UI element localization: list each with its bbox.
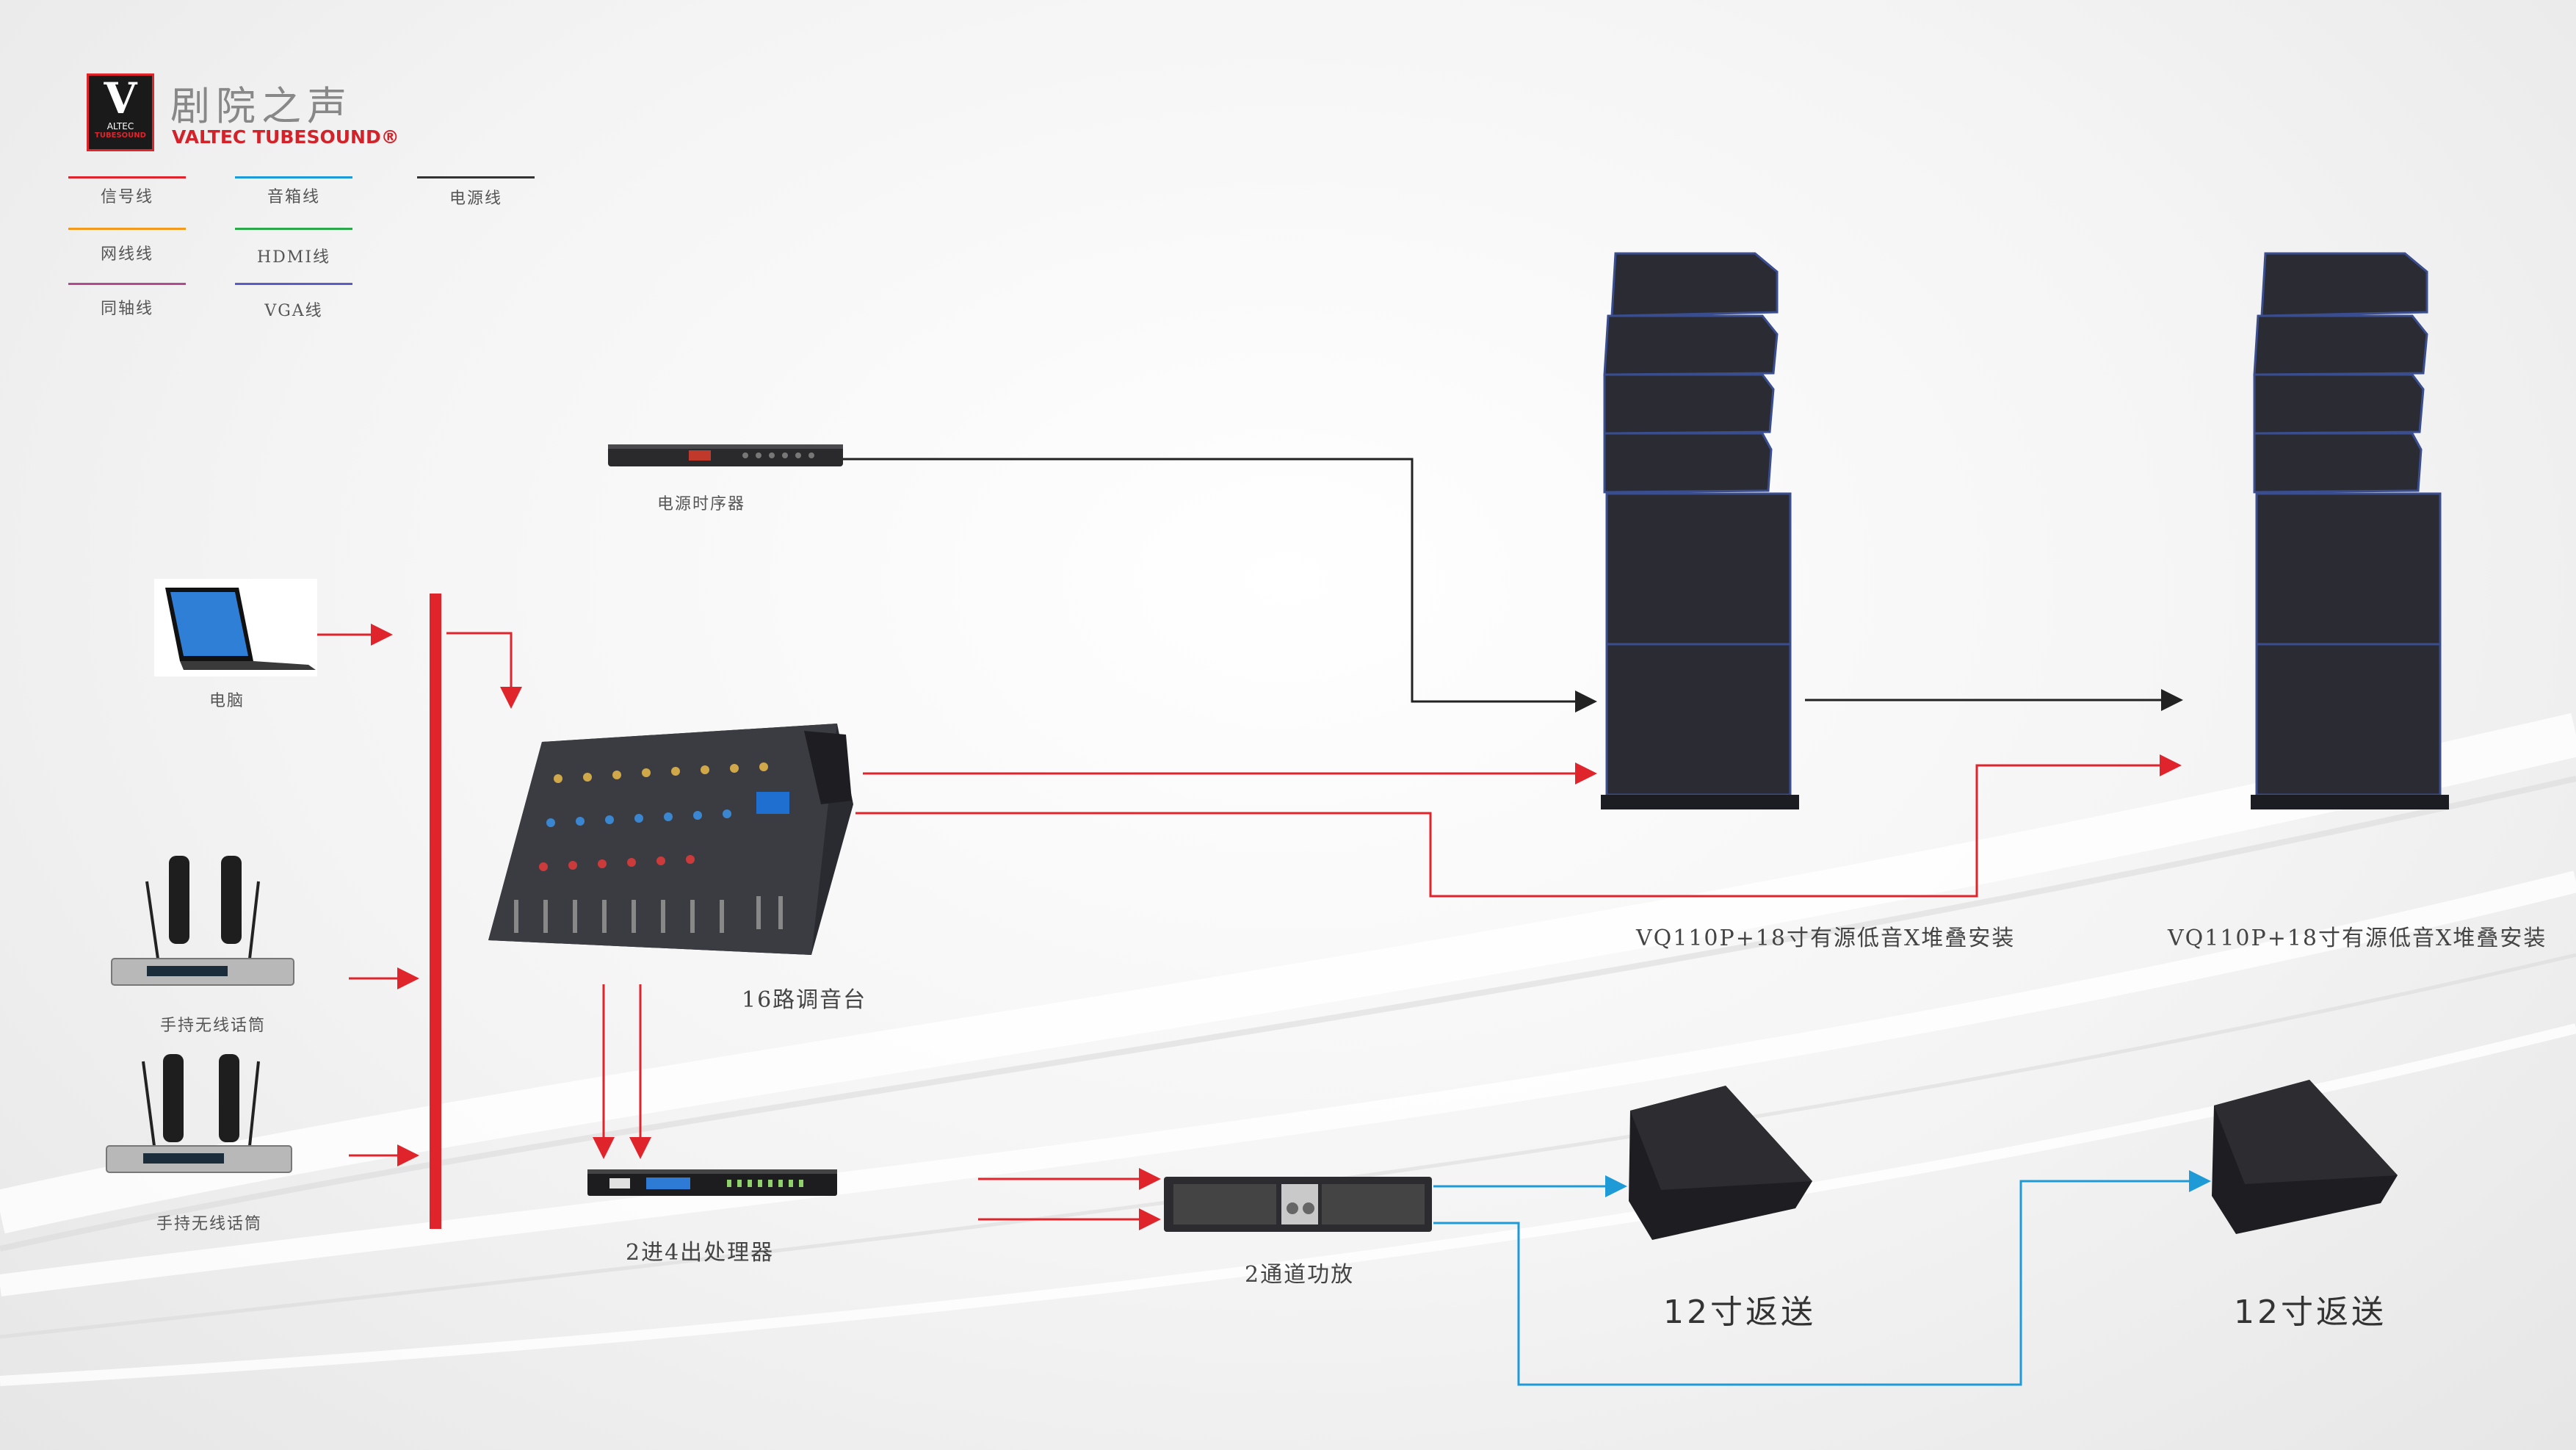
wire-sequencer-to-left-stack [843,458,1597,713]
label-left-stack: VQ110P+18寸有源低音X堆叠安装 [1636,926,2016,951]
legend-label-network: 网线线 [100,245,153,264]
amplifier-device [1164,1177,1432,1232]
signal-bus-bar [430,594,441,1229]
left-monitor-device [1629,1086,1812,1240]
legend-label-speaker: 音箱线 [267,188,320,206]
legend-label-hdmi: HDMI线 [256,248,331,267]
background-swoosh-shade [0,776,2576,1339]
mic-set-2 [106,1054,292,1173]
left-line-array-stack [1601,252,1799,809]
signal-lines [283,624,2182,1230]
label-power-sequencer: 电源时序器 [657,495,746,513]
legend-line-network [68,228,186,230]
wire-mixer-to-right-stack [855,754,2182,898]
label-mic-2: 手持无线话筒 [156,1215,263,1233]
label-right-stack: VQ110P+18寸有源低音X堆叠安装 [2168,926,2547,951]
power-sequencer-device [608,444,843,466]
brand-logo: V ALTEC TUBESOUND [87,73,154,151]
brand-cn-name: 剧院之声 [170,83,352,129]
label-right-monitor: 12寸返送 [2234,1294,2387,1331]
legend-label-power: 电源线 [449,190,502,208]
legend-label-signal: 信号线 [100,188,153,206]
legend-line-speaker [235,176,352,178]
logo-letter: V [104,73,137,123]
legend-line-power [417,176,535,178]
label-left-monitor: 12寸返送 [1663,1294,1816,1331]
laptop-device [154,579,317,677]
mic-set-1 [111,856,294,986]
logo-small-text-2: TUBESOUND [95,131,146,140]
label-mixer: 16路调音台 [742,987,867,1013]
power-lines [843,458,2183,713]
processor-device [587,1169,837,1196]
label-processor: 2进4出处理器 [626,1240,775,1266]
label-computer: 电脑 [209,692,245,710]
legend-label-vga: VGA线 [264,302,323,320]
wire-amp-to-right-monitor [1433,1170,2211,1386]
label-amplifier: 2通道功放 [1245,1262,1355,1288]
speaker-lines [1433,1170,2211,1386]
legend-line-coax [68,283,186,285]
label-mic-1: 手持无线话筒 [160,1017,267,1035]
legend-line-signal [68,176,186,178]
legend-line-hdmi [235,228,352,230]
right-monitor-device [2212,1080,2398,1234]
legend-line-vga [235,283,352,285]
mixer-device [488,724,853,955]
right-line-array-stack [2251,252,2449,809]
logo-small-text-1: ALTEC [106,121,134,131]
legend-label-coax: 同轴线 [100,300,153,318]
wire-bus-to-mixer [446,632,522,709]
brand-en-name: VALTEC TUBESOUND® [172,126,399,148]
